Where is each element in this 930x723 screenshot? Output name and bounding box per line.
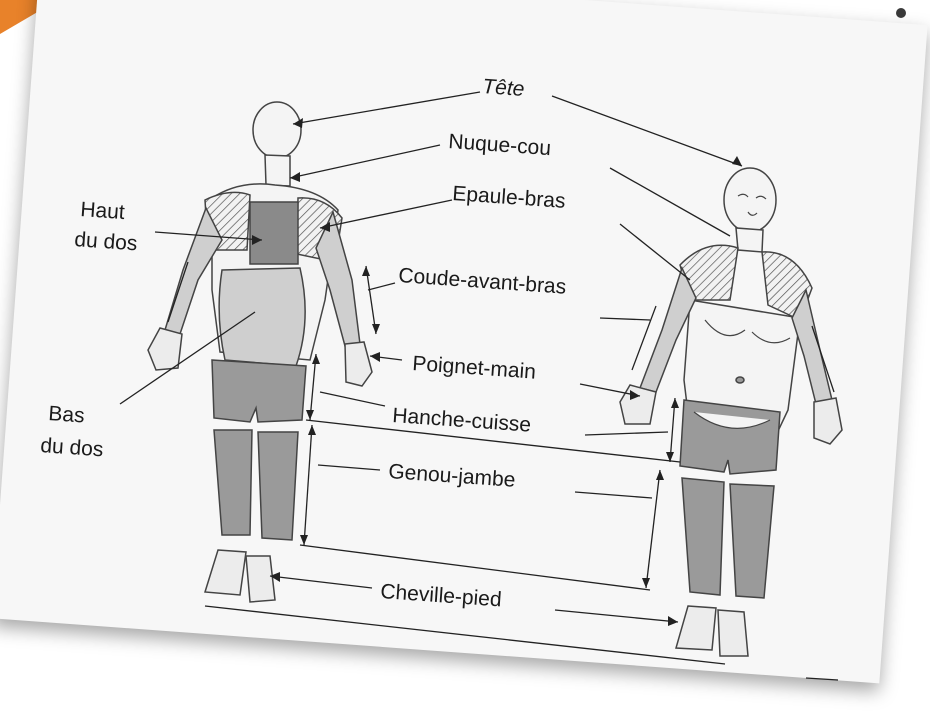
label-elbow: Coude-avant-bras xyxy=(398,264,567,299)
elbow-bracket-back xyxy=(366,266,376,334)
front-right-hand xyxy=(814,398,842,444)
front-right-arm xyxy=(792,290,832,404)
front-left-hand xyxy=(620,385,656,424)
knee-ankle-divider xyxy=(300,545,650,590)
elbow-leader-front xyxy=(600,318,650,320)
lower-back-zone xyxy=(219,268,305,366)
arrowhead xyxy=(290,172,300,182)
front-neck xyxy=(736,228,763,252)
label-ankle: Cheville-pied xyxy=(380,580,503,611)
front-hip-zone xyxy=(680,400,780,474)
hip-leader-front xyxy=(585,432,668,435)
back-hip-zone xyxy=(212,360,306,422)
back-right-leg-zone xyxy=(258,432,298,540)
back-left-foot xyxy=(205,550,246,595)
neck-leader-back xyxy=(290,145,440,178)
navel xyxy=(736,377,744,383)
label-wrist: Poignet-main xyxy=(412,352,537,384)
back-left-hand xyxy=(148,328,182,370)
label-head: Tête xyxy=(482,75,526,101)
label-lower-back-line1: Bas xyxy=(48,402,86,427)
arrowhead xyxy=(642,578,650,588)
arrowhead xyxy=(671,398,679,408)
hip-leader-back xyxy=(320,392,385,406)
shoulder-leader-front xyxy=(620,224,690,280)
ankle-leader-front xyxy=(555,610,678,622)
front-right-foot xyxy=(718,610,748,656)
shoulder-leader-back xyxy=(320,200,452,228)
ankle-leader-back xyxy=(270,576,372,588)
knee-bracket-back xyxy=(304,425,312,545)
arrowhead xyxy=(732,156,742,166)
back-view-figure xyxy=(148,102,372,602)
upper-back-zone xyxy=(250,202,298,264)
front-view-figure xyxy=(620,168,842,656)
arrowhead xyxy=(312,354,320,364)
back-left-leg-zone xyxy=(214,430,252,535)
arrowhead xyxy=(306,410,314,420)
arrowhead xyxy=(308,425,316,435)
arrowhead xyxy=(362,266,370,276)
knee-bracket-front xyxy=(646,470,660,588)
label-shoulder: Epaule-bras xyxy=(452,182,567,213)
ground-line xyxy=(205,606,725,664)
knee-leader-back xyxy=(318,465,380,470)
arrowhead xyxy=(300,535,308,545)
arrowhead xyxy=(656,470,664,480)
scale-mark xyxy=(806,678,838,680)
neck-leader-front xyxy=(610,168,730,236)
label-upper-back-line2: du dos xyxy=(74,228,139,255)
back-neck xyxy=(265,155,290,186)
back-right-foot xyxy=(246,556,275,602)
head-leader-front xyxy=(552,96,742,166)
back-right-hand xyxy=(345,342,372,386)
back-head xyxy=(253,102,301,158)
front-head xyxy=(724,168,776,232)
front-right-leg-zone xyxy=(730,484,774,598)
label-lower-back-line2: du dos xyxy=(40,434,105,461)
label-knee: Genou-jambe xyxy=(388,460,517,492)
arrowhead xyxy=(668,616,678,626)
front-left-foot xyxy=(676,606,716,650)
arrowhead xyxy=(372,324,380,334)
head-leader-back xyxy=(293,92,480,124)
label-upper-back-line1: Haut xyxy=(80,198,126,224)
arrowhead xyxy=(370,352,380,362)
knee-leader-front xyxy=(575,492,652,498)
elbow-leader-back xyxy=(368,283,395,290)
front-left-leg-zone xyxy=(682,478,724,595)
label-neck: Nuque-cou xyxy=(448,130,552,160)
